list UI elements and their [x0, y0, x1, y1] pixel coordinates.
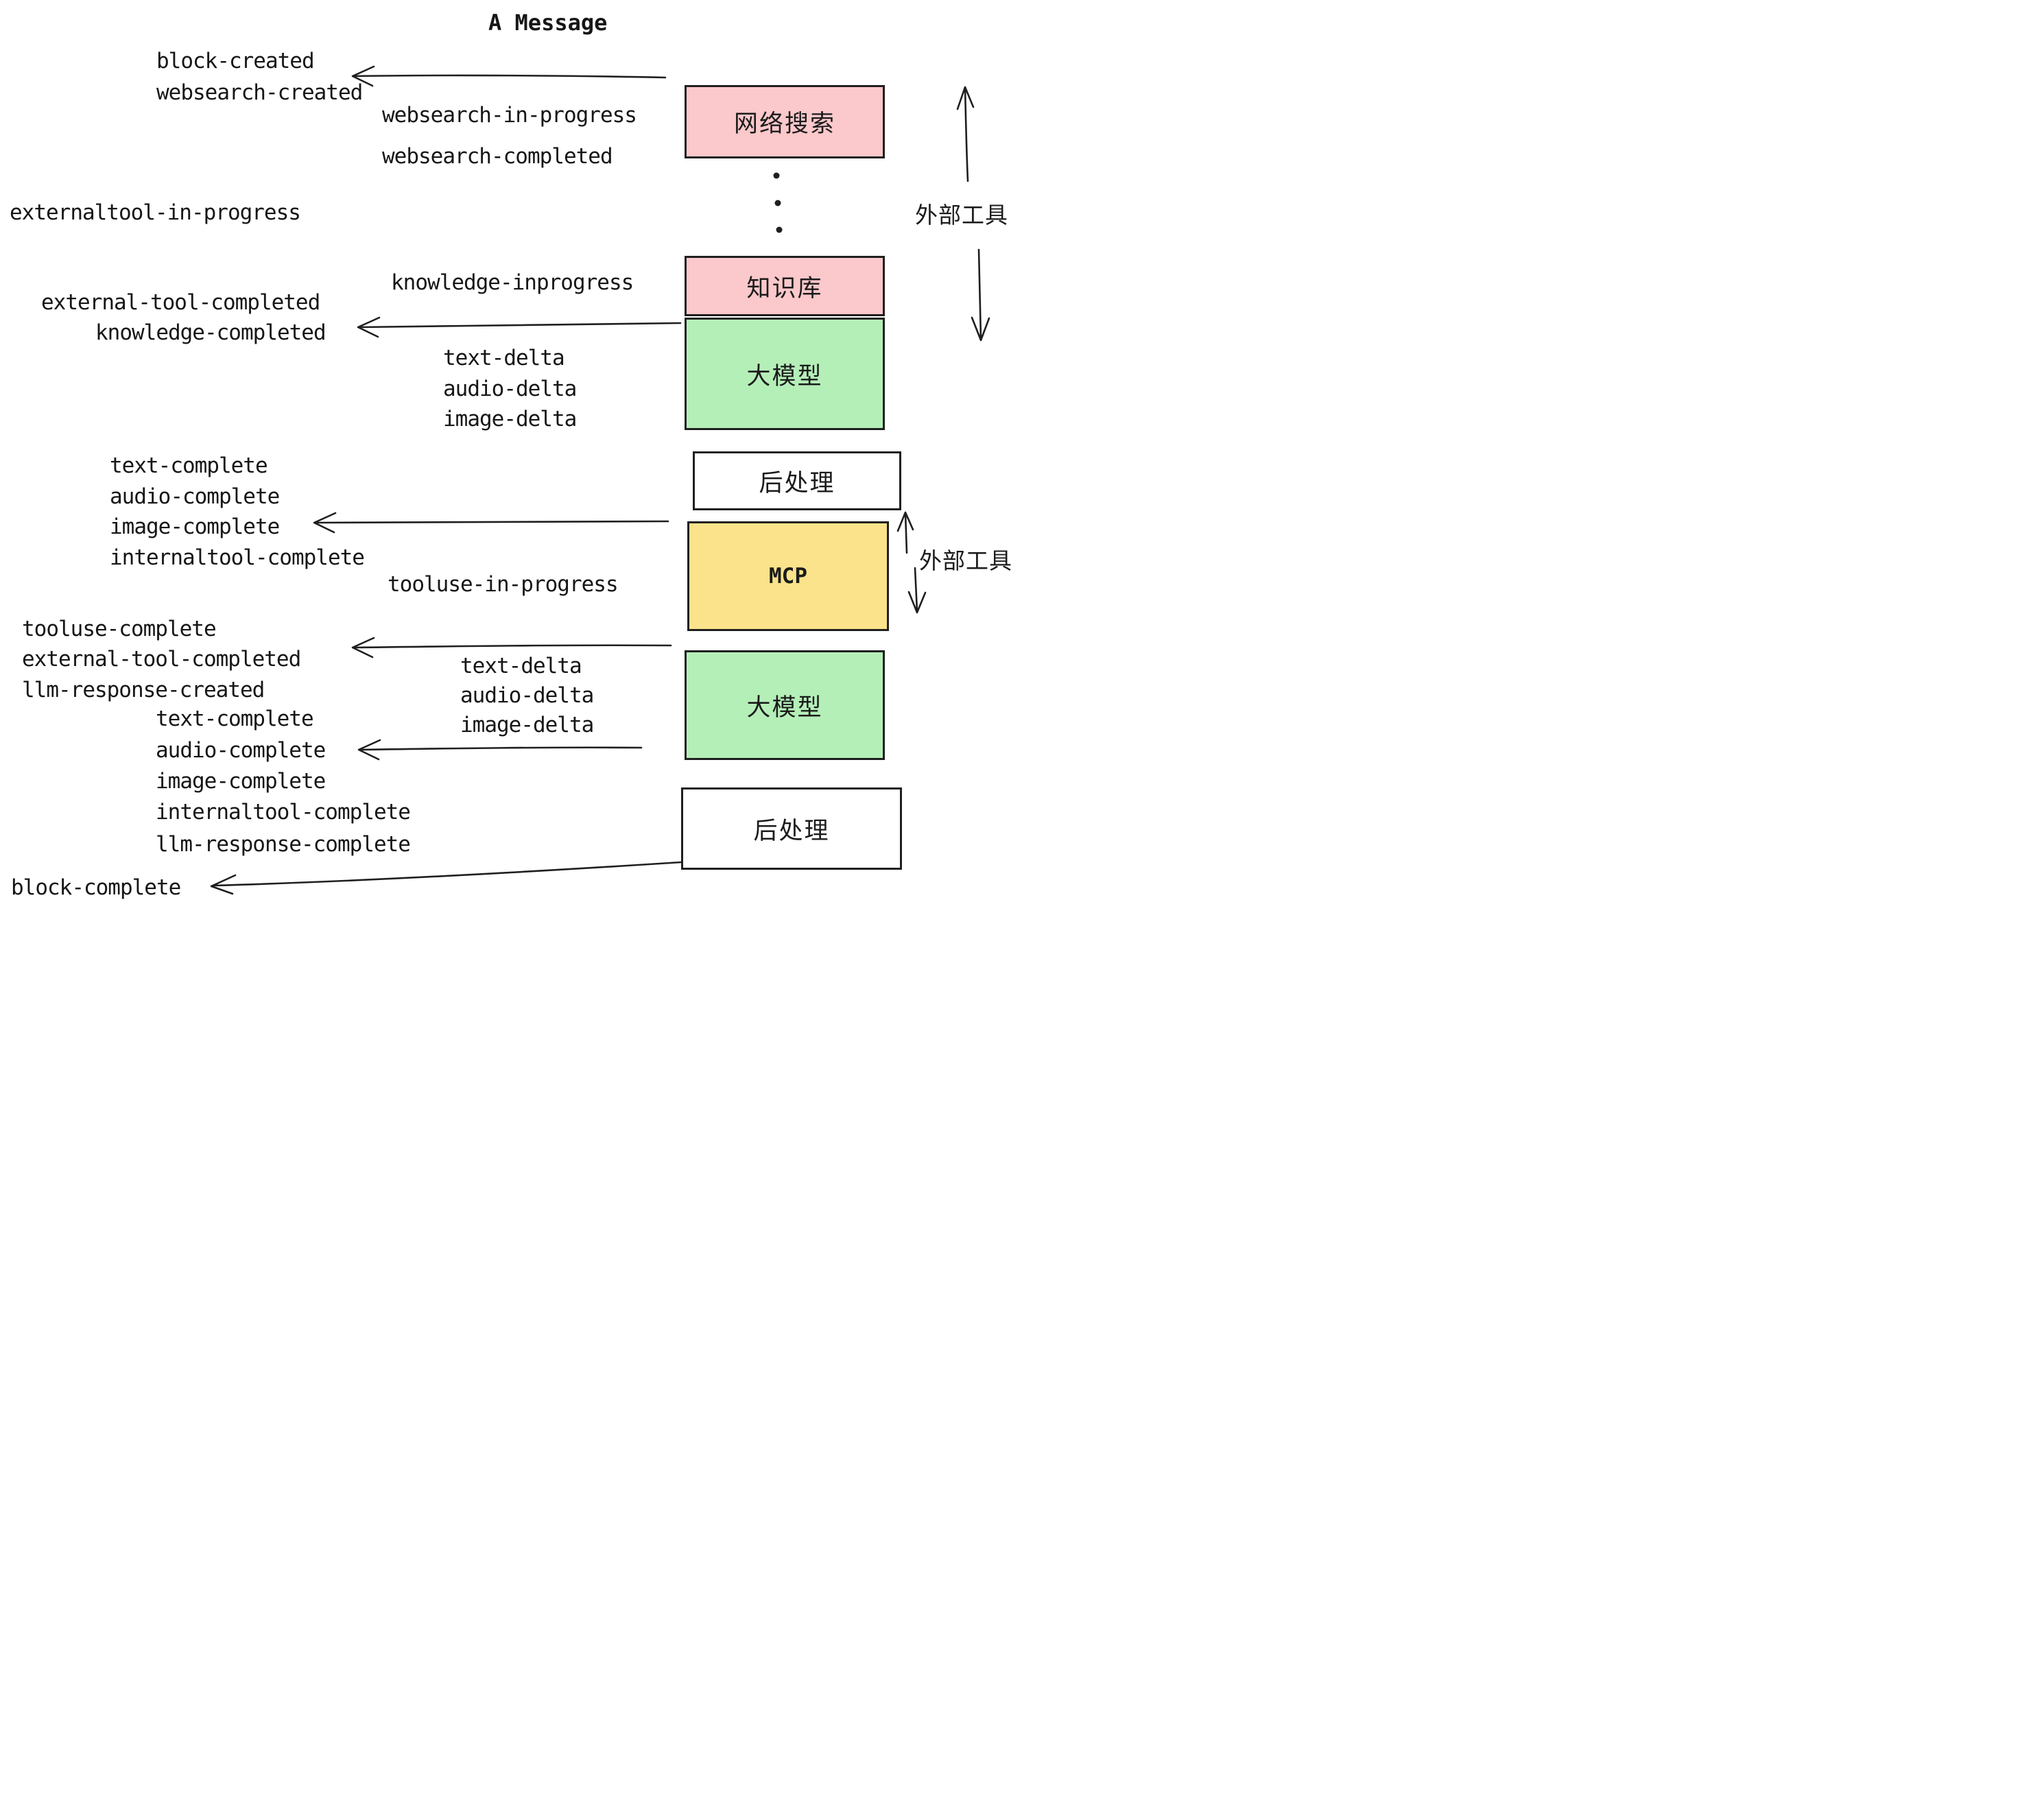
event-label-text-complete: text-complete [110, 453, 268, 478]
arrows-layer [210, 65, 990, 895]
external-tools-top-up-arrow [956, 86, 975, 182]
event-label-text-delta-2: text-delta [460, 654, 582, 678]
node-postprocess-2: 后处理 [681, 787, 902, 870]
arrow-llm2-complete [357, 739, 643, 761]
event-label-external-tool-completed: external-tool-completed [41, 290, 320, 315]
event-label-image-complete: image-complete [110, 514, 280, 539]
event-label-internaltool-complete: internaltool-complete [110, 545, 365, 570]
node-knowledge: 知识库 [685, 256, 885, 316]
node-websearch-label: 网络搜索 [733, 110, 835, 138]
event-label-externaltool-in-progress: externaltool-in-progress [10, 200, 301, 225]
node-postprocess-2-label: 后处理 [753, 817, 830, 845]
side-note-external-tools-bottom: 外部工具 [919, 547, 1012, 574]
event-label-websearch-in-progress: websearch-in-progress [382, 103, 637, 128]
event-label-llm-response-created: llm-response-created [22, 678, 265, 702]
event-label-image-delta-2: image-delta [460, 713, 594, 737]
node-llm-2: 大模型 [685, 650, 885, 760]
event-label-websearch-completed: websearch-completed [382, 144, 613, 169]
event-label-audio-complete: audio-complete [110, 484, 280, 509]
node-llm-2-label: 大模型 [746, 693, 823, 722]
node-llm-1-label: 大模型 [746, 362, 823, 390]
arrow-knowledge-completed [357, 316, 682, 338]
event-label-tooluse-in-progress: tooluse-in-progress [388, 572, 619, 597]
event-label-external-tool-completed-2: external-tool-completed [22, 647, 301, 672]
node-postprocess-1-label: 后处理 [759, 469, 835, 497]
event-label-internaltool-complete-2: internaltool-complete [156, 800, 411, 824]
event-label-image-delta: image-delta [443, 407, 577, 431]
ellipsis-dots [773, 172, 783, 233]
event-label-audio-delta: audio-delta [443, 377, 577, 401]
arrow-block-complete [210, 861, 682, 895]
external-tools-bottom-down-arrow [907, 567, 927, 614]
event-label-tooluse-complete: tooluse-complete [22, 617, 217, 641]
side-note-external-tools-top: 外部工具 [915, 202, 1008, 228]
event-label-text-complete-2: text-complete [156, 707, 314, 731]
node-websearch: 网络搜索 [685, 85, 885, 158]
event-label-text-delta: text-delta [443, 346, 565, 370]
node-llm-1: 大模型 [685, 318, 885, 430]
event-label-block-complete: block-complete [11, 875, 181, 900]
event-label-audio-complete-2: audio-complete [156, 738, 326, 763]
arrow-tooluse-complete [351, 637, 672, 658]
diagram-title: A Message [488, 10, 608, 36]
event-label-knowledge-inprogress: knowledge-inprogress [391, 270, 634, 295]
event-label-websearch-created: websearch-created [156, 80, 363, 105]
external-tools-top-down-arrow [971, 248, 990, 342]
node-mcp: MCP [687, 521, 889, 631]
node-mcp-label: MCP [769, 564, 807, 589]
event-label-audio-delta-2: audio-delta [460, 683, 594, 708]
node-knowledge-label: 知识库 [746, 274, 823, 302]
arrow-websearch-to-created [351, 65, 667, 87]
diagram-canvas: A Message block-created websearch-create… [0, 0, 1022, 902]
event-label-llm-response-complete: llm-response-complete [156, 832, 411, 857]
event-label-knowledge-completed: knowledge-completed [95, 320, 326, 345]
node-postprocess-1: 后处理 [693, 451, 901, 510]
arrow-internal-complete [313, 512, 669, 534]
event-label-image-complete-2: image-complete [156, 769, 326, 794]
external-tools-bottom-up-arrow [896, 511, 914, 554]
event-label-block-created: block-created [156, 49, 315, 73]
